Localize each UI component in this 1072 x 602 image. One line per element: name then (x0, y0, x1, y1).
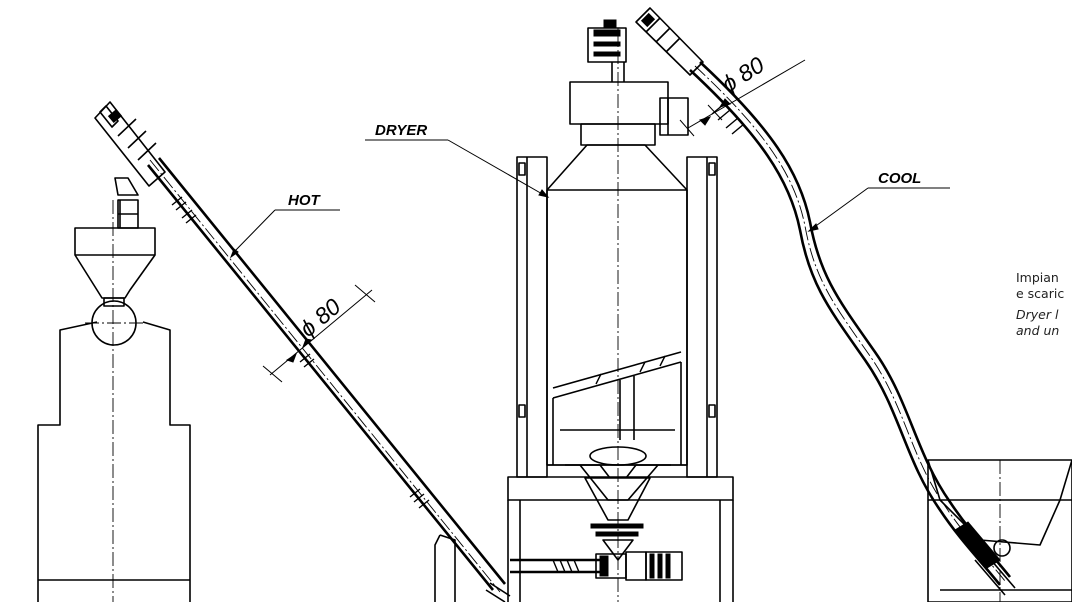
dryer-label: DRYER (375, 122, 427, 139)
caption: Impian e scaric Dryer l and un (1016, 270, 1072, 339)
diameter-dimension-cool (679, 59, 806, 137)
caption-english-line-1: Dryer l (1016, 307, 1059, 322)
cool-label: COOL (878, 170, 921, 187)
dryer-callout (365, 139, 550, 198)
cool-conveyor (635, 7, 1072, 602)
dryer (507, 19, 734, 602)
caption-english-line-2: and un (1016, 323, 1060, 338)
diameter-dimension-hot (262, 284, 376, 383)
caption-italian-line-1: Impian (1016, 270, 1059, 285)
hot-label: HOT (288, 192, 322, 209)
left-machine (37, 199, 191, 602)
caption-italian-line-2: e scaric (1016, 286, 1065, 301)
hot-conveyor (94, 101, 511, 602)
diameter-label-cool: ϕ 80 (717, 51, 769, 97)
cool-callout (807, 187, 950, 232)
hot-callout (229, 209, 340, 259)
